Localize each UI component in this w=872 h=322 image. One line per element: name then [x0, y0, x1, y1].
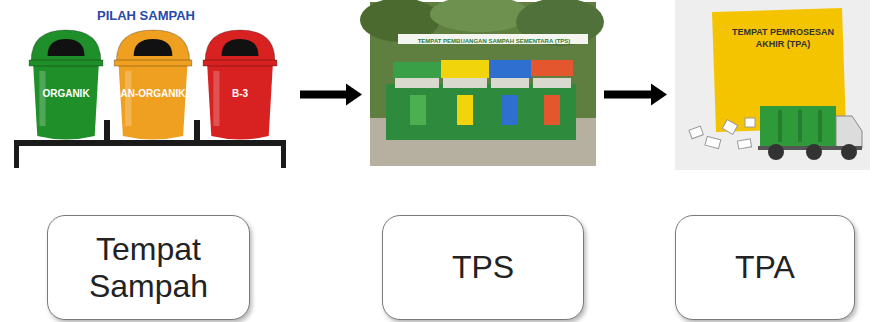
panel-label: TEMPAT PEMBUANGAN SAMPAH SEMENTARA (TPS): [400, 36, 588, 46]
panel-label: TEMPAT PEMROSESAN AKHIR (TPA): [723, 26, 843, 50]
truck-stripe: [818, 110, 822, 142]
arrow-head: [346, 84, 362, 106]
trash-paper: [689, 126, 703, 139]
bin-rim: [203, 60, 277, 66]
truck-wheel: [806, 144, 822, 160]
bin-lid: [116, 30, 189, 61]
stand-bar: [14, 140, 286, 146]
tps-door: [502, 95, 518, 125]
truck-stripe: [778, 110, 782, 142]
trash-paper: [705, 136, 721, 148]
box-label: TPS: [452, 249, 514, 286]
waste-bin: B-3: [199, 26, 281, 142]
arrow-shaft: [604, 91, 653, 99]
tps-base: [386, 84, 576, 140]
tps-roof: [393, 62, 441, 78]
process-box: Tempat Sampah: [47, 215, 250, 320]
box-label: Tempat Sampah: [74, 231, 224, 305]
arrow-shaft: [300, 91, 348, 99]
bin-lid: [31, 30, 101, 61]
bin-rim: [29, 60, 103, 66]
flow-arrow: [300, 84, 362, 106]
truck-body: [760, 106, 836, 146]
tpa-illustration: [675, 0, 870, 170]
trash-paper: [722, 120, 737, 135]
bin-slot: [222, 39, 259, 56]
bin-rim: [114, 60, 191, 66]
bin-set-panel: PILAH SAMPAH ORGANIKAN-ORGANIKB-3: [0, 0, 292, 170]
tpa-illustration-panel: TEMPAT PEMROSESAN AKHIR (TPA): [675, 0, 870, 170]
waste-bin: ORGANIK: [25, 26, 107, 142]
truck-stripe: [798, 110, 802, 142]
tps-wall: [491, 78, 529, 88]
bin-label: ORGANIK: [25, 88, 107, 99]
tpa-background: [675, 0, 870, 170]
waste-bin: AN-ORGANIK: [110, 26, 196, 142]
stand-leg: [281, 140, 286, 168]
truck-cab: [836, 116, 862, 148]
tps-roof: [489, 60, 531, 78]
panel-label: PILAH SAMPAH: [0, 8, 292, 23]
tree-foliage: [430, 0, 530, 32]
bin-label: AN-ORGANIK: [110, 88, 196, 99]
tps-roof: [531, 60, 573, 76]
trash-paper: [737, 139, 751, 149]
tps-door: [410, 95, 426, 125]
bin-shape: [110, 26, 196, 142]
tps-wall: [533, 78, 571, 88]
arrow-head: [651, 84, 667, 106]
tps-wall: [395, 78, 439, 88]
tps-roof: [441, 60, 489, 78]
bin-label: B-3: [199, 88, 281, 99]
bin-shape: [199, 26, 281, 142]
truck-wheel: [768, 144, 784, 160]
tps-photo-panel: TEMPAT PEMBUANGAN SAMPAH SEMENTARA (TPS): [370, 2, 596, 166]
truck-wheel: [841, 144, 857, 160]
box-label: TPA: [735, 249, 795, 286]
process-box: TPA: [675, 215, 855, 320]
process-box: TPS: [382, 215, 584, 320]
bin-body: [33, 65, 99, 140]
flow-arrow: [604, 84, 667, 106]
trash-paper: [745, 118, 755, 127]
bin-slot: [134, 39, 173, 56]
tps-door: [457, 95, 473, 125]
tps-door: [544, 95, 560, 125]
bin-shape: [25, 26, 107, 142]
bin-highlight: [213, 71, 219, 126]
stand-leg: [14, 140, 19, 168]
tps-photo: [360, 0, 604, 166]
tps-wall: [443, 78, 487, 88]
bin-slot: [48, 39, 85, 56]
bin-body: [207, 65, 273, 140]
bin-body: [119, 65, 188, 140]
stand-post: [104, 120, 110, 142]
bin-lid: [205, 30, 275, 61]
stand-post: [194, 120, 200, 142]
